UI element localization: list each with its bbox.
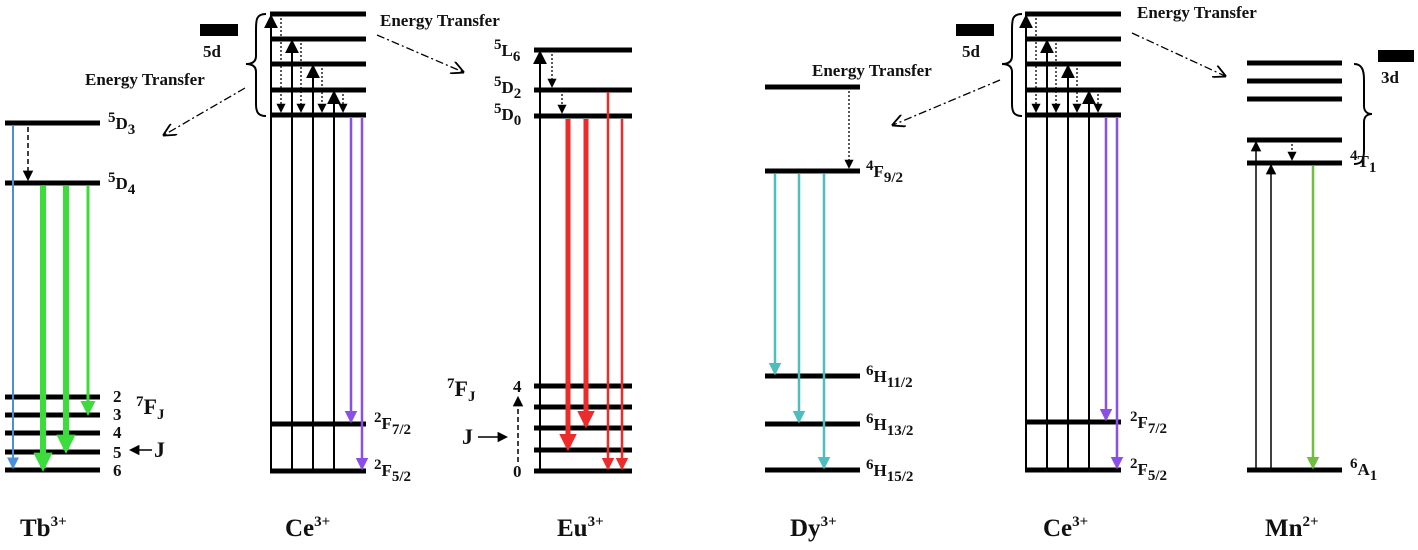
tb-panel: 5D3 5D4 7FJ 2 3 4 5 6 J Tb3+: [5, 110, 165, 542]
energy-transfer-label-mn: Energy Transfer: [1137, 3, 1257, 22]
dy-label-6h152: 6H15/2: [866, 457, 913, 485]
energy-transfer-arrow-to-mn: [1131, 32, 1225, 76]
eu-label-5l6: 5L6: [494, 37, 521, 65]
tb-j-4: 4: [113, 423, 122, 442]
mn-label-6a1: 6A1: [1350, 456, 1377, 484]
energy-transfer-label-tb: Energy Transfer: [85, 70, 205, 89]
tb-j-letter: J: [154, 437, 165, 462]
mn-3d-brace: [1353, 63, 1373, 165]
ce-right-ion-label: Ce3+: [1043, 514, 1088, 542]
tb-j-2: 2: [113, 387, 122, 406]
tb-j-3: 3: [113, 405, 122, 424]
mn-3d-band: [1378, 50, 1414, 62]
eu-label-7fj: 7FJ: [447, 376, 476, 405]
dy-levels: [765, 84, 860, 473]
energy-transfer-label-eu: Energy Transfer: [380, 11, 500, 30]
tb-j-5: 5: [113, 443, 122, 462]
eu-label-bottom-0: 0: [513, 462, 522, 481]
ce-right-relaxation-arrows: [1031, 18, 1103, 113]
ce-right-levels: [1025, 11, 1121, 473]
ce-right-panel: 5d 2F7/2 2F5/2 Ce3+: [956, 11, 1167, 542]
eu-j-letter: J: [462, 424, 473, 449]
dy-ion-label: Dy3+: [790, 514, 837, 542]
eu-label-top-4: 4: [513, 377, 522, 396]
ce-left-excitation-arrows: [264, 14, 341, 469]
eu-ion-label: Eu3+: [557, 514, 604, 542]
ce-right-label-2f72: 2F7/2: [1130, 409, 1167, 437]
ce-left-panel: 5d 2F7/2 2F5/2 Ce3+: [200, 11, 411, 542]
ce-right-5d-band: [956, 24, 994, 36]
ce-left-5d-brace: [245, 13, 267, 117]
dy-label-4f92: 4F9/2: [866, 158, 903, 186]
ce-left-ion-label: Ce3+: [285, 514, 330, 542]
ce-left-levels: [270, 11, 366, 474]
tb-levels: [5, 120, 100, 473]
eu-label-5d0: 5D0: [494, 101, 521, 129]
energy-transfer-arrow-to-tb: [164, 87, 246, 135]
ce-right-excitation-arrows: [1019, 14, 1096, 468]
tb-j-6: 6: [113, 461, 122, 480]
tb-label-7fj: 7FJ: [136, 394, 165, 423]
ce-left-label-2f72: 2F7/2: [374, 410, 411, 438]
dy-label-6h132: 6H13/2: [866, 411, 913, 439]
ce-left-relaxation-arrows: [276, 18, 348, 113]
tb-label-5d3: 5D3: [108, 110, 135, 138]
dy-label-6h112: 6H11/2: [866, 363, 913, 391]
mn-levels: [1247, 60, 1342, 473]
tb-label-5d4: 5D4: [108, 170, 136, 198]
eu-label-5d2: 5D2: [494, 74, 521, 102]
ce-right-label-2f52: 2F5/2: [1130, 456, 1167, 484]
dy-panel: 4F9/2 6H11/2 6H13/2 6H15/2 Dy3+: [765, 84, 913, 542]
ce-left-5d-label: 5d: [203, 42, 222, 61]
tb-ion-label: Tb3+: [20, 514, 67, 542]
ce-right-5d-label: 5d: [962, 42, 981, 61]
energy-transfer-label-dy: Energy Transfer: [812, 61, 932, 80]
eu-levels: [534, 47, 632, 474]
mn-panel: 3d 4T1 6A1 Mn2+: [1247, 50, 1414, 542]
mn-ion-label: Mn2+: [1265, 514, 1319, 542]
mn-3d-label: 3d: [1381, 68, 1400, 87]
mn-label-4t1: 4T1: [1350, 148, 1376, 176]
ce-right-5d-brace: [1001, 13, 1023, 117]
energy-transfer-arrow-to-dy: [893, 79, 1001, 125]
ce-left-label-2f52: 2F5/2: [374, 457, 411, 485]
energy-transfer-arrow-to-eu: [376, 34, 463, 72]
ce-left-5d-band: [200, 24, 238, 36]
eu-panel: 5L6 5D2 5D0 7FJ 4 0 J Eu3+: [447, 37, 632, 542]
